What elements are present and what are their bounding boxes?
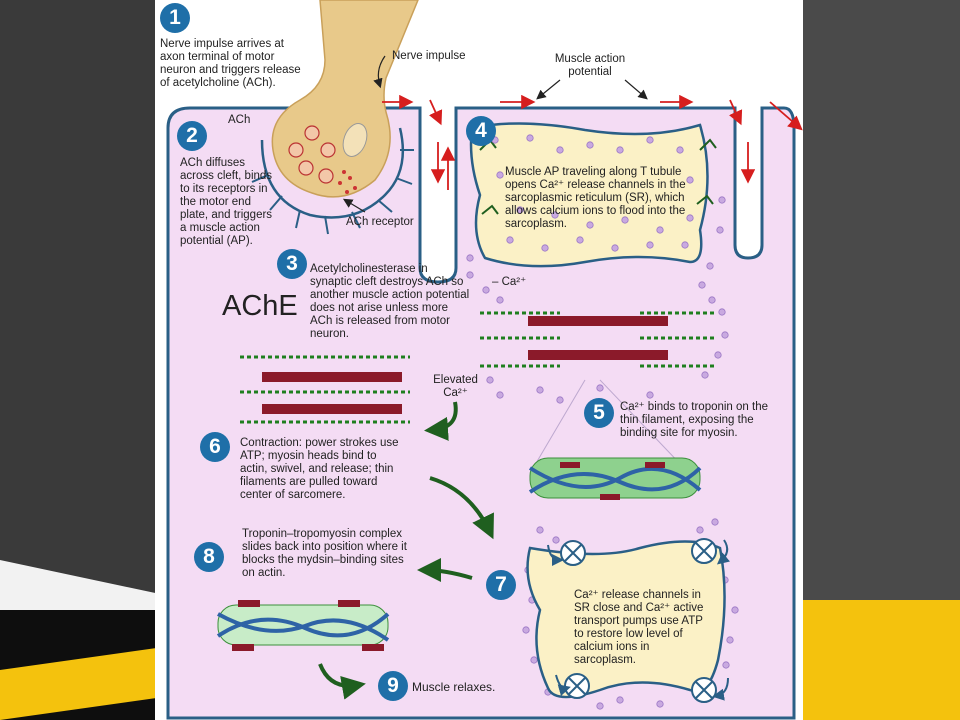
calcium-ion xyxy=(701,371,709,379)
ap-arrows xyxy=(382,94,803,190)
step-5-text: Ca²⁺ binds to troponin on the thin filam… xyxy=(620,401,768,439)
calcium-ion xyxy=(656,226,664,234)
calcium-ion xyxy=(496,171,504,179)
calcium-ion xyxy=(551,211,559,219)
calcium-ion xyxy=(656,700,664,708)
nerve-impulse-label: Nerve impulse xyxy=(392,50,466,62)
calcium-ion xyxy=(506,236,514,244)
calcium-ion xyxy=(616,696,624,704)
calcium-ion xyxy=(676,146,684,154)
calcium-ion xyxy=(522,626,530,634)
axon-terminal xyxy=(271,0,419,198)
ach-label: ACh xyxy=(228,114,251,126)
step-7-text: Ca²⁺ release channels in SR close and Ca… xyxy=(574,589,704,666)
calcium-ion xyxy=(696,526,704,534)
calcium-ion xyxy=(466,271,474,279)
calcium-ion xyxy=(486,376,494,384)
calcium-ion xyxy=(466,254,474,262)
calcium-ion xyxy=(516,206,524,214)
step-1-badge: 1 xyxy=(160,3,190,33)
muscle-ap-label: Muscle action potential xyxy=(554,53,626,78)
elevated-ca-label: Elevated Ca²⁺ xyxy=(433,374,478,399)
ach-molecules xyxy=(338,170,357,194)
calcium-ion xyxy=(536,386,544,394)
calcium-ion xyxy=(686,214,694,222)
calcium-label: – Ca²⁺ xyxy=(492,276,527,288)
step-4-badge: 4 xyxy=(466,116,496,146)
step-2-badge: 2 xyxy=(177,121,207,151)
mitochondrion xyxy=(342,123,368,157)
step-6-text: Contraction: power strokes use ATP; myos… xyxy=(240,437,399,501)
motor-end-plate xyxy=(260,127,405,219)
step-1-text: Nerve impulse arrives at axon terminal o… xyxy=(160,38,301,89)
step-4-text: Muscle AP traveling along T tubule opens… xyxy=(505,166,686,230)
calcium-ion xyxy=(716,226,724,234)
thin-filament-exposed xyxy=(528,457,702,500)
calcium-ion xyxy=(530,656,538,664)
calcium-ion xyxy=(482,286,490,294)
calcium-ion xyxy=(576,236,584,244)
calcium-ion xyxy=(722,661,730,669)
calcium-ion xyxy=(711,518,719,526)
calcium-ion xyxy=(646,241,654,249)
step-3-badge: 3 xyxy=(277,249,307,279)
calcium-ion xyxy=(681,241,689,249)
zoom-lines xyxy=(531,379,687,471)
sarcoplasmic-reticulum-top xyxy=(469,122,709,268)
calcium-ion xyxy=(621,216,629,224)
ach-receptor-label: ACh receptor xyxy=(346,216,414,228)
decor-yellow-stripe-right xyxy=(803,600,960,720)
step-8-text: Troponin–tropomyosin complex slides back… xyxy=(242,528,407,579)
calcium-ion xyxy=(596,702,604,710)
step-8-badge: 8 xyxy=(194,542,224,572)
calcium-ion xyxy=(496,391,504,399)
calcium-ion xyxy=(698,281,706,289)
step-2-text: ACh diffuses across cleft, binds to its … xyxy=(180,157,273,247)
calcium-ion xyxy=(646,391,654,399)
thin-filament-blocked xyxy=(216,600,390,651)
step-9-text: Muscle relaxes. xyxy=(412,680,496,694)
calcium-ion xyxy=(731,606,739,614)
calcium-ion xyxy=(586,141,594,149)
ca-pump-crosses xyxy=(564,542,713,699)
ache-label: AChE xyxy=(222,290,298,322)
calcium-ion xyxy=(496,296,504,304)
calcium-ion xyxy=(556,396,564,404)
calcium-ion xyxy=(616,146,624,154)
calcium-ion xyxy=(726,636,734,644)
calcium-ion xyxy=(714,351,722,359)
sarcomere-contracting xyxy=(240,355,410,424)
calcium-ion xyxy=(708,296,716,304)
step-5-badge: 5 xyxy=(584,398,614,428)
calcium-ion xyxy=(706,262,714,270)
calcium-ion xyxy=(526,134,534,142)
calcium-ion xyxy=(536,526,544,534)
pump-arrows xyxy=(547,539,730,701)
step-3-text: Acetylcholinesterase in synaptic cleft d… xyxy=(310,263,470,340)
calcium-ion xyxy=(552,536,560,544)
end-plate-folds xyxy=(251,149,414,235)
calcium-ion xyxy=(556,146,564,154)
calcium-ion xyxy=(718,308,726,316)
synaptic-vesicles xyxy=(288,125,336,184)
step-7-badge: 7 xyxy=(486,570,516,600)
step-6-badge: 6 xyxy=(200,432,230,462)
sarcomere-relaxed xyxy=(480,311,715,368)
label-pointers xyxy=(342,55,648,213)
calcium-ion xyxy=(721,331,729,339)
calcium-ion xyxy=(646,136,654,144)
calcium-ion xyxy=(541,244,549,252)
step-9-badge: 9 xyxy=(378,671,408,701)
calcium-ion xyxy=(596,384,604,392)
process-arrows xyxy=(318,401,494,700)
calcium-ion xyxy=(586,221,594,229)
calcium-ion xyxy=(718,196,726,204)
calcium-ion xyxy=(611,244,619,252)
calcium-ion xyxy=(686,176,694,184)
